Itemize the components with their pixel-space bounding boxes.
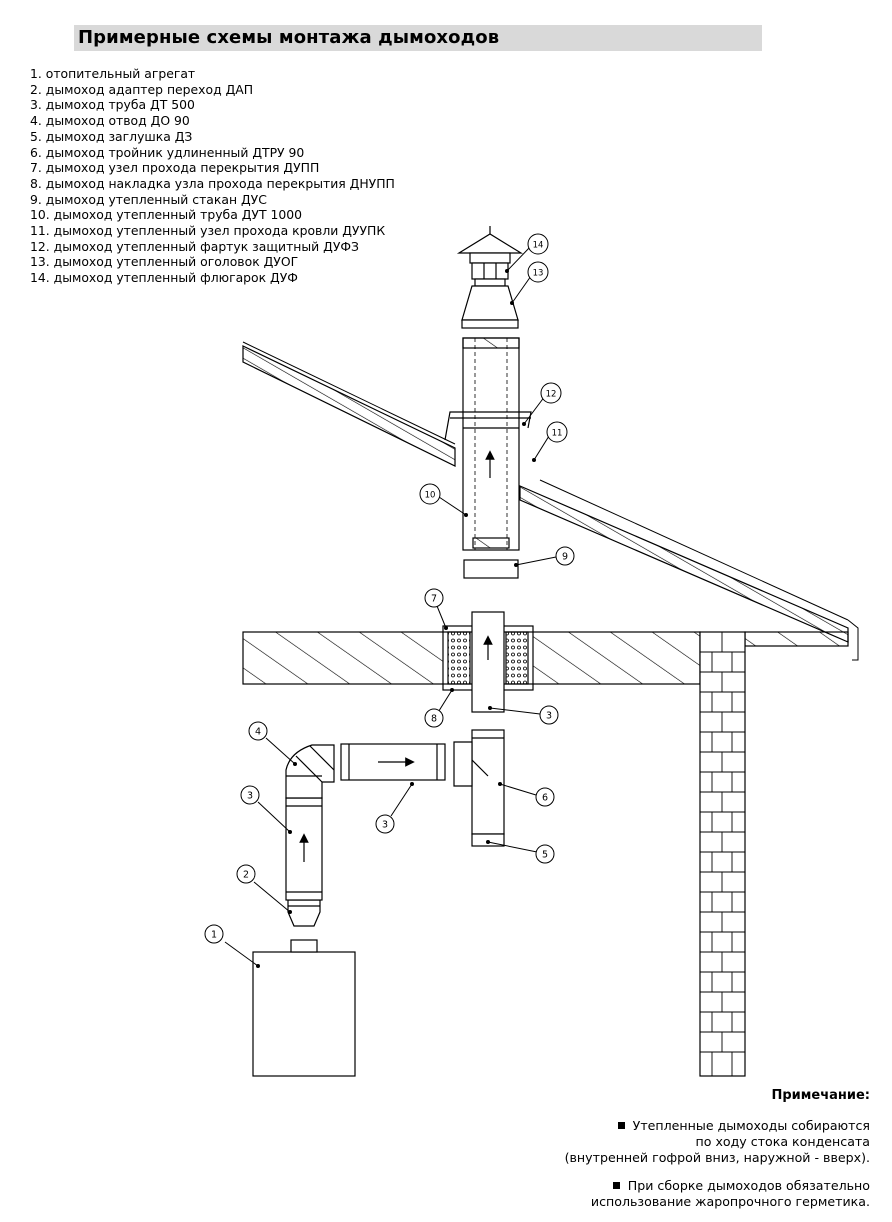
leader-dots	[256, 269, 536, 968]
callout-label: 8	[431, 714, 437, 725]
insulated-glass	[463, 559, 519, 579]
callout-label: 13	[533, 269, 544, 279]
legend-item: 8. дымоход накладка узла прохода перекры…	[30, 175, 395, 191]
elbow	[285, 744, 335, 799]
callout-11: 11	[546, 421, 568, 443]
brick-wall	[699, 631, 746, 1077]
page-title: Примерные схемы монтажа дымоходов	[78, 27, 500, 48]
ceiling-slab	[242, 631, 849, 685]
callout-3b: 3	[375, 814, 395, 834]
callout-3c: 3	[539, 705, 559, 725]
callout-label: 10	[425, 491, 436, 501]
callout-1: 1	[204, 924, 224, 944]
callout-3a: 3	[240, 785, 260, 805]
legend-item: 9. дымоход утепленный стакан ДУС	[30, 191, 267, 207]
note-line: Утепленные дымоходы собираются	[632, 1118, 870, 1133]
callout-label: 4	[255, 727, 261, 738]
legend-item: 4. дымоход отвод ДО 90	[30, 113, 190, 129]
horizontal-pipe	[340, 743, 446, 781]
callout-4: 4	[248, 721, 268, 741]
callout-2: 2	[236, 864, 256, 884]
vertical-pipe	[285, 797, 323, 901]
callout-label: 9	[562, 552, 568, 563]
note-line: При сборке дымоходов обязательно	[627, 1178, 870, 1193]
note-paragraph: Утепленные дымоходы собираются по ходу с…	[565, 1118, 870, 1166]
legend-item: 1. отопительный агрегат	[30, 66, 196, 81]
legend-item: 2. дымоход адаптер переход ДАП	[30, 81, 254, 97]
callout-label: 12	[546, 390, 557, 400]
roof-left	[242, 341, 456, 467]
callout-5: 5	[535, 844, 555, 864]
callout-label: 3	[546, 711, 552, 722]
bullet-icon	[612, 1182, 620, 1189]
callout-label: 14	[533, 241, 544, 251]
note-line: (внутренней гофрой вниз, наружной - ввер…	[564, 1150, 870, 1165]
legend-item: 11. дымоход утепленный узел прохода кров…	[30, 223, 386, 239]
legend-item: 13. дымоход утепленный оголовок ДУОГ	[30, 254, 299, 270]
apron	[444, 411, 532, 441]
callout-label: 5	[542, 850, 548, 861]
callout-13: 13	[527, 261, 549, 283]
insulated-pipe	[462, 337, 520, 551]
tee	[453, 729, 505, 835]
heater-unit	[252, 939, 356, 1077]
chimney-cap	[461, 278, 519, 329]
note-title: Примечание:	[771, 1088, 870, 1103]
callout-10: 10	[419, 483, 441, 505]
note-block: Примечание: Утепленные дымоходы собирают…	[565, 1088, 870, 1222]
title-bar: Примерные схемы монтажа дымоходов	[74, 25, 762, 51]
bullet-icon	[617, 1122, 625, 1129]
legend-item: 6. дымоход тройник удлиненный ДТРУ 90	[30, 144, 305, 160]
note-paragraph: При сборке дымоходов обязательно использ…	[565, 1178, 870, 1210]
callout-9: 9	[555, 546, 575, 566]
callout-label: 3	[247, 791, 253, 802]
note-line: использование жаропрочного герметика.	[590, 1194, 870, 1209]
legend-item: 10. дымоход утепленный труба ДУТ 1000	[30, 207, 302, 223]
callout-label: 7	[431, 594, 437, 605]
callout-label: 3	[382, 820, 388, 831]
callout-7: 7	[424, 588, 444, 608]
callout-14: 14	[527, 233, 549, 255]
callout-label: 11	[552, 429, 563, 439]
weather-vane	[456, 226, 524, 280]
note-line: по ходу стока конденсата	[695, 1134, 871, 1149]
callout-12: 12	[540, 382, 562, 404]
callout-8: 8	[424, 708, 444, 728]
ceiling-pass-node	[442, 611, 534, 713]
legend-item: 12. дымоход утепленный фартук защитный Д…	[30, 238, 359, 254]
callouts: 1 2 3 3 3 4 5 6 7 8 9 10 11 12 13 14	[204, 233, 575, 944]
callout-label: 6	[542, 793, 548, 804]
adapter	[287, 899, 321, 927]
legend-item: 7. дымоход узел прохода перекрытия ДУПП	[30, 160, 320, 176]
legend-list: 1. отопительный агрегат 2. дымоход адапт…	[30, 66, 395, 286]
callout-label: 1	[211, 930, 217, 941]
leader-lines	[224, 245, 557, 967]
legend-item: 5. дымоход заглушка ДЗ	[30, 128, 193, 144]
legend-item: 3. дымоход труба ДТ 500	[30, 97, 195, 113]
callout-label: 2	[243, 870, 249, 881]
legend-item: 14. дымоход утепленный флюгарок ДУФ	[30, 270, 298, 286]
callout-6: 6	[535, 787, 555, 807]
